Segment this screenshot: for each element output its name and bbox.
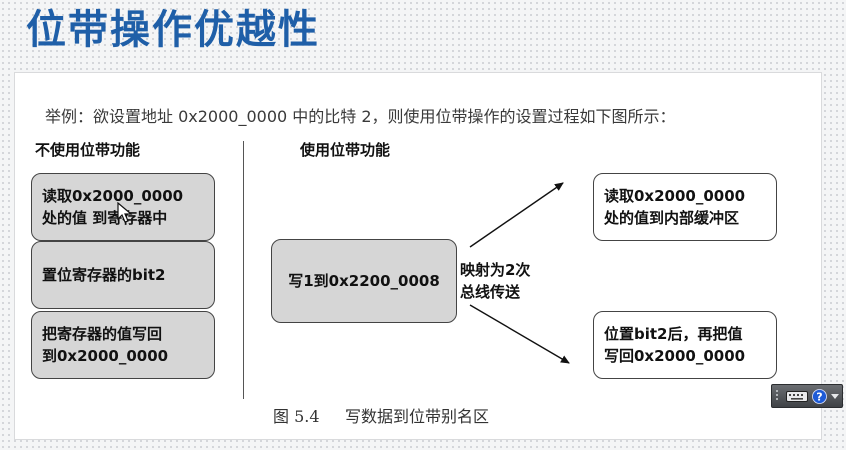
- mapping-arrows: [469, 182, 570, 364]
- step-write-back-text: 把寄存器的值写回 到0x2000_0000: [42, 325, 169, 365]
- bus-read-box: 读取0x2000_0000 处的值到内部缓冲区: [593, 173, 777, 241]
- arrow-to-read: [469, 182, 564, 248]
- figure-intro-text: 举例：欲设置地址 0x2000_0000 中的比特 2，则使用位带操作的设置过程…: [45, 107, 676, 126]
- arrow-to-write: [469, 304, 570, 364]
- mapping-label: 映射为2次 总线传送: [460, 261, 531, 301]
- dropdown-icon[interactable]: [831, 393, 839, 400]
- help-icon[interactable]: ?: [812, 389, 827, 404]
- mouse-pointer-icon: [117, 202, 133, 223]
- left-heading: 不使用位带功能: [35, 141, 141, 159]
- ime-toolbar[interactable]: ?: [771, 384, 843, 408]
- bitband-write-box: 写1到0x2200_0008: [271, 239, 457, 323]
- right-heading: 使用位带功能: [300, 141, 391, 159]
- grip-icon[interactable]: [775, 389, 781, 403]
- keyboard-icon[interactable]: [786, 391, 808, 402]
- svg-text:?: ?: [816, 391, 822, 404]
- figure-panel: 举例：欲设置地址 0x2000_0000 中的比特 2，则使用位带操作的设置过程…: [14, 72, 822, 440]
- bus-read-text: 读取0x2000_0000 处的值到内部缓冲区: [604, 187, 746, 227]
- bus-write-text: 位置bit2后，再把值 写回0x2000_0000: [604, 325, 746, 365]
- step-set-bit2-text: 置位寄存器的bit2: [42, 266, 166, 284]
- figure-caption: 图 5.4 写数据到位带别名区: [273, 407, 489, 426]
- vertical-divider: [243, 141, 244, 399]
- step-read-to-register-text: 读取0x2000_0000 处的值 到寄存器中: [42, 187, 184, 227]
- step-set-bit2: 置位寄存器的bit2: [31, 241, 215, 309]
- slide-title: 位带操作优越性: [26, 7, 320, 53]
- step-write-back: 把寄存器的值写回 到0x2000_0000: [31, 311, 215, 379]
- bus-write-box: 位置bit2后，再把值 写回0x2000_0000: [593, 311, 777, 379]
- bitband-write-text: 写1到0x2200_0008: [288, 272, 440, 290]
- step-read-to-register: 读取0x2000_0000 处的值 到寄存器中: [31, 173, 215, 241]
